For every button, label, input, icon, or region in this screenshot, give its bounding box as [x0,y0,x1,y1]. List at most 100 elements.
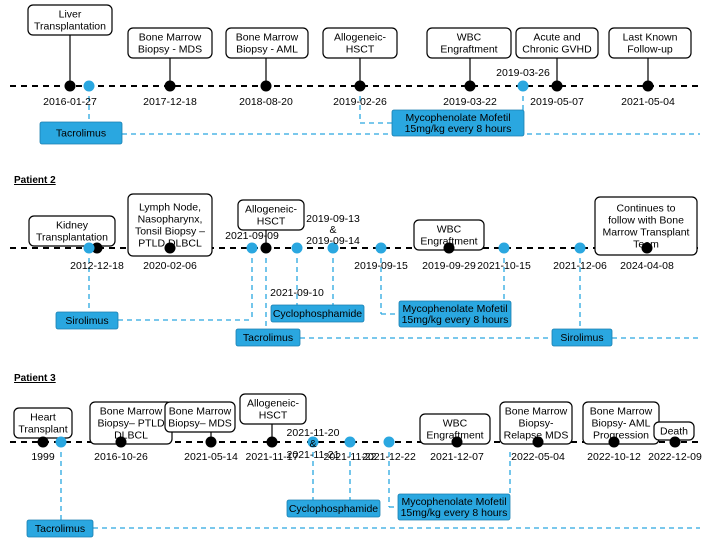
marker-date: 2019-03-26 [496,67,550,79]
marker-date-line: 2021-12-06 [553,260,607,272]
event-label-line: Biopsy– PTLD [97,418,165,430]
event-dot [354,80,366,92]
patient-label: Patient 3 [14,373,56,384]
marker-dot [327,242,339,254]
event-label-line: Acute and [533,32,580,44]
event-label-line: Bone Marrow [505,406,568,418]
event-label-line: Liver [59,9,82,21]
event-date: 2018-08-20 [239,96,293,108]
event-dot [443,242,455,254]
event-label: Allogeneic-HSCT [334,32,386,56]
drug-label-line: Sirolimus [65,315,108,327]
event-box [608,27,692,59]
drug-box [39,121,123,145]
event-label-line: Progression [593,430,649,442]
event-box [594,196,698,256]
marker-date: 2021-11-22 [324,451,377,463]
marker-dot [83,242,95,254]
event-label: Death [660,426,688,438]
drug-label: Cyclophosphamide [289,503,378,515]
marker-date-line: 2021-11-22 [324,451,377,463]
marker-date: 2021-09-09 [225,230,279,242]
event-label-line: Follow-up [627,44,673,56]
event-dot [260,242,272,254]
marker-dot [375,242,387,254]
drug-label: Sirolimus [560,332,603,344]
event-box [225,27,309,59]
drug-label-line: Mycophenolate Mofetil [401,496,506,508]
event-box [239,393,307,425]
event-label-line: Biopsy - AML [236,44,298,56]
event-box [515,27,599,59]
event-label-line: HSCT [346,44,375,56]
drug-label-line: Mycophenolate Mofetil [405,112,510,124]
marker-date: 2021-11-20&2021-11-21 [287,427,340,461]
event-label-line: WBC [437,224,462,236]
event-box [27,4,113,36]
event-dot [608,436,620,448]
marker-date-line: 2019-03-26 [496,67,550,79]
drug-box [26,519,94,538]
event-label-line: Continues to [617,203,676,215]
drug-label: Tacrolimus [243,332,293,344]
event-label-line: Transplant [18,424,67,436]
marker-dot [517,80,529,92]
event-dot [532,436,544,448]
patient-label: Patient 2 [14,175,56,186]
marker-dot [383,436,395,448]
drug-box [286,499,381,518]
event-dot [164,242,176,254]
marker-dot [574,242,586,254]
event-date: 2022-10-12 [587,451,641,463]
event-box [28,215,116,247]
event-label-line: Heart [30,412,56,424]
drug-label-line: Tacrolimus [35,523,85,535]
marker-date: 2019-09-15 [354,260,408,272]
event-label-line: Nasopharynx, [138,214,203,226]
event-label-line: HSCT [257,216,286,228]
event-date: 2021-11-17 [246,451,299,463]
event-box [426,27,512,59]
drug-label-line: Cyclophosphamide [289,503,378,515]
event-date: 2019-03-22 [443,96,497,108]
drug-label-line: Cyclophosphamide [273,308,362,320]
marker-dot [498,242,510,254]
event-date: 2022-12-09 [648,451,702,463]
drug-box [235,328,301,347]
drug-label: Cyclophosphamide [273,308,362,320]
event-date: 2017-12-18 [143,96,197,108]
event-date: 2024-04-08 [620,260,674,272]
marker-date-line: 2019-09-14 [306,235,360,247]
marker-date-line: 2021-11-20 [287,427,340,439]
event-dot [205,436,217,448]
marker-date-line: 2019-09-15 [354,260,408,272]
event-label-line: WBC [457,32,482,44]
marker-dot [83,80,95,92]
event-label-line: Bone Marrow [236,32,299,44]
marker-date-line: 2021-12-22 [362,451,416,463]
event-date: 2021-05-04 [621,96,675,108]
event-date: 2019-02-26 [333,96,387,108]
event-label-line: Engraftment [426,430,483,442]
event-dot [164,80,176,92]
drug-label: Tacrolimus [35,523,85,535]
event-label-line: Biopsy- [518,418,554,430]
event-date: 2016-01-27 [43,96,97,108]
marker-date-line: 2021-09-09 [225,230,279,242]
marker-date-line: 2021-11-21 [287,449,340,461]
event-date: 2021-12-07 [430,451,484,463]
marker-dot [307,436,319,448]
marker-dot [291,242,303,254]
event-label-line: Kidney [56,220,89,232]
event-dot [115,436,127,448]
event-label: Allogeneic-HSCT [247,398,299,422]
